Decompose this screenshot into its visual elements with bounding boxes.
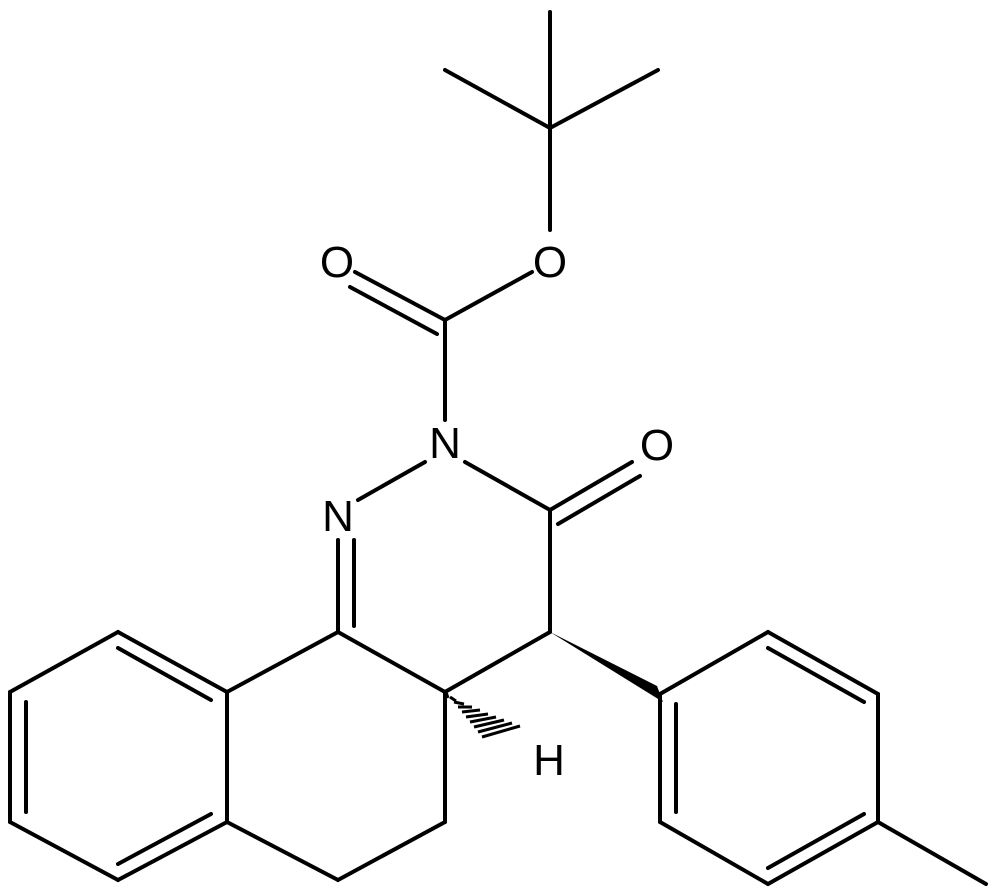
nitrogen-carbamate-label: N (429, 419, 461, 468)
bond (766, 820, 880, 886)
bond (443, 68, 552, 130)
tert-butyl-group (443, 10, 660, 232)
bond (353, 270, 447, 322)
oxygen-carbonyl-label: O (320, 238, 354, 287)
bond (225, 630, 340, 694)
bond (548, 68, 660, 130)
tolyl-ring (658, 630, 988, 886)
hashed-bond (444, 691, 521, 739)
tetrahydro-ring (225, 630, 447, 882)
bond (356, 460, 427, 502)
bond (766, 646, 866, 704)
bond (443, 270, 534, 322)
bond (336, 630, 447, 694)
bond (116, 630, 229, 694)
bond (336, 820, 447, 882)
bond (548, 460, 634, 512)
nitrogen-imine-label: N (322, 492, 354, 541)
oxygen-ether-label: O (533, 238, 567, 287)
bond (116, 820, 229, 882)
bond (348, 285, 439, 336)
bond (556, 474, 642, 526)
bond (225, 820, 340, 882)
carbamate-group (348, 270, 534, 422)
bond (463, 460, 552, 512)
bond (658, 630, 770, 696)
bond (658, 820, 770, 886)
bond (876, 820, 988, 886)
bond (8, 630, 120, 694)
benzo-ring (8, 630, 229, 882)
bond (766, 630, 880, 696)
bond (116, 646, 213, 702)
bond (116, 812, 213, 866)
wedge-bond (550, 632, 663, 702)
bond (766, 812, 866, 870)
bond (8, 820, 120, 882)
pyridazinone-ring (336, 460, 642, 694)
bond (443, 630, 552, 694)
hydrogen-stereo-label: H (533, 736, 565, 785)
oxygen-ketone-label: O (640, 421, 674, 470)
